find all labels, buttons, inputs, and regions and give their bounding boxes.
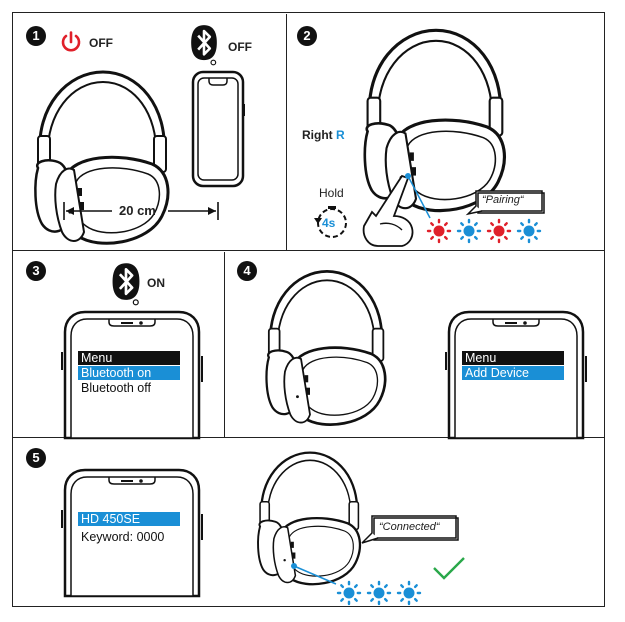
menu-item-add-device[interactable]: Add Device: [462, 366, 564, 380]
button-pointer: [291, 563, 337, 585]
timer-icon: [314, 206, 347, 238]
button-pointer: [405, 173, 431, 219]
distance-arrow: [63, 202, 219, 220]
headphones-icon: [33, 70, 170, 245]
phone-icon: [191, 70, 246, 188]
divider-row-2: [12, 437, 605, 439]
led-indicator-icon: [426, 218, 452, 244]
power-off-label: OFF: [89, 36, 113, 50]
callout-box: [361, 515, 459, 544]
divider-row-1: [12, 250, 605, 252]
step-4-badge: 4: [237, 261, 257, 281]
instruction-frame: [12, 12, 605, 607]
step-2-badge: 2: [297, 26, 317, 46]
pairing-keyword: Keyword: 0000: [81, 530, 165, 544]
menu-item-bluetooth-on[interactable]: Bluetooth on: [78, 366, 180, 380]
led-indicator-icon: [396, 580, 422, 606]
connected-callout: “Connected“: [379, 521, 440, 533]
power-icon: [61, 31, 81, 52]
callout-box: [465, 190, 545, 216]
led-indicator-icon: [456, 218, 482, 244]
hand-icon: [362, 174, 414, 247]
led-indicator-icon: [486, 218, 512, 244]
pairing-callout: “Pairing“: [482, 194, 524, 206]
divider-col-2: [224, 252, 226, 437]
step-1-badge: 1: [26, 26, 46, 46]
bluetooth-icon: [189, 23, 219, 66]
bluetooth-on-label: ON: [147, 276, 165, 290]
menu-title: Menu: [78, 351, 180, 365]
device-name[interactable]: HD 450SE: [78, 512, 180, 526]
timer-duration: 4s: [322, 216, 336, 230]
step-5-badge: 5: [26, 448, 46, 468]
led-indicator-icon: [516, 218, 542, 244]
side-word: Right: [302, 128, 333, 142]
bluetooth-icon: [111, 261, 141, 306]
side-label: Right R: [302, 128, 345, 142]
menu-item-bluetooth-off[interactable]: Bluetooth off: [81, 381, 151, 395]
bluetooth-off-label: OFF: [228, 40, 252, 54]
step-3-badge: 3: [26, 261, 46, 281]
divider-col-1: [286, 14, 288, 250]
side-letter: R: [336, 128, 345, 142]
menu-title: Menu: [462, 351, 564, 365]
led-indicator-icon: [366, 580, 392, 606]
headphones-icon: [265, 270, 387, 426]
check-icon: [433, 557, 465, 580]
hold-label: Hold: [319, 186, 344, 200]
led-indicator-icon: [336, 580, 362, 606]
distance-label: 20 cm: [119, 203, 156, 218]
